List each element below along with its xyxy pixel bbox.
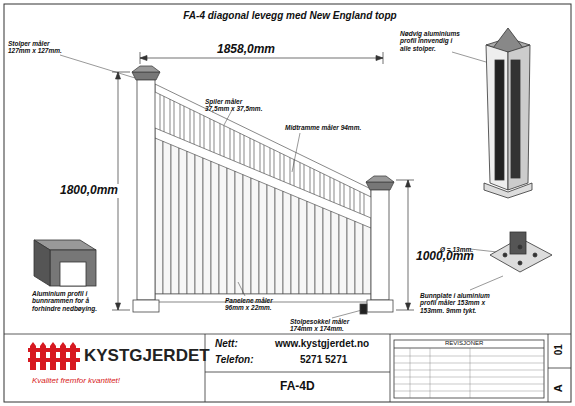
part-note: Stolper måler 127mm x 127mm. bbox=[8, 40, 68, 55]
part-note: Midtramme måler 94mm. bbox=[285, 124, 375, 131]
revision-letter: A bbox=[552, 384, 565, 392]
part-note: Bunnplate i aluminium profil måler 153mm… bbox=[420, 292, 502, 314]
company-name: KYSTGJERDET bbox=[84, 346, 210, 366]
dimension: 1858,0mm bbox=[215, 43, 277, 57]
part-note: Spiler måler 37,5mm x 37,5mm. bbox=[205, 98, 265, 113]
dimension: 1800,0mm bbox=[58, 184, 120, 198]
drawing-number: FA-4D bbox=[280, 380, 315, 394]
table-header: REVISJONER bbox=[445, 340, 483, 347]
sheet-number: 01 bbox=[553, 344, 565, 355]
part-note: Stolpesokkel måler 174mm x 174mm. bbox=[290, 318, 360, 333]
part-note: Panelene måler 96mm x 22mm. bbox=[225, 297, 285, 312]
drawing-title: FA-4 diagonal levegg med New England top… bbox=[160, 10, 420, 22]
part-note: Ø = 13mm. bbox=[440, 246, 480, 253]
part-note: Aluminium profil i bunnrammen for å forh… bbox=[32, 290, 112, 312]
field-label: Telefon: bbox=[215, 354, 254, 366]
part-note: Nødvig aluminiums profil innvendig i all… bbox=[400, 30, 462, 52]
slogan: Kvalitet fremfor kvantitet! bbox=[32, 376, 120, 385]
field-label: Nett: bbox=[215, 338, 238, 350]
phone-number: 5271 5271 bbox=[300, 354, 347, 366]
web-address: www.kystgjerdet.no bbox=[275, 338, 385, 350]
